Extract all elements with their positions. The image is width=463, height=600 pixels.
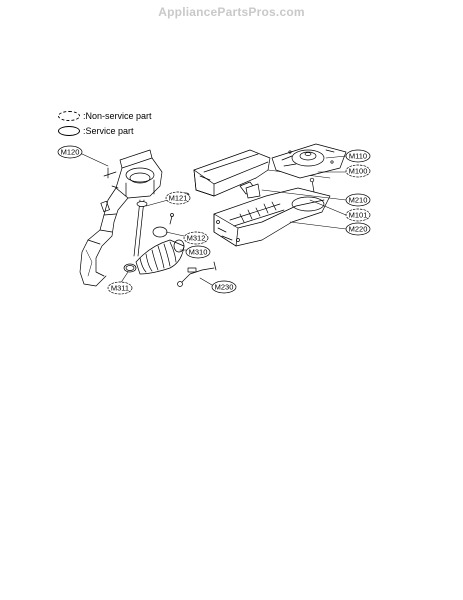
callout-m121-label: M121	[169, 194, 188, 203]
callout-m101-label: M101	[349, 211, 368, 220]
callout-m100-label: M100	[349, 167, 368, 176]
part-m230-wire	[177, 261, 217, 287]
part-m210-screws	[245, 177, 315, 199]
callout-m100: M100	[345, 164, 371, 178]
callout-m310: M310	[185, 245, 211, 259]
leader-lines	[79, 152, 347, 286]
legend-non-service-label: :Non-service part	[83, 110, 152, 121]
callout-m110: M110	[345, 149, 371, 163]
callout-m210: M210	[345, 193, 371, 207]
dashed-ellipse-icon	[58, 110, 80, 121]
callout-m110-label: M110	[349, 152, 367, 161]
callout-m220-label: M220	[349, 225, 368, 234]
callout-m210-label: M210	[349, 196, 368, 205]
solid-ellipse-icon	[58, 125, 80, 136]
part-m310-hose	[135, 239, 185, 275]
legend-service: :Service part	[58, 123, 152, 138]
legend: :Non-service part :Service part	[58, 108, 152, 138]
callout-m311-label: M311	[111, 284, 129, 293]
part-m110-fan-motor	[271, 143, 347, 179]
callout-m312: M312	[183, 231, 209, 245]
callout-m121: M121	[165, 191, 191, 205]
part-m120-duct	[79, 149, 163, 287]
part-m311-clamp	[123, 263, 137, 273]
callout-m230-label: M230	[215, 283, 234, 292]
legend-service-label: :Service part	[83, 125, 134, 136]
callout-m310-label: M310	[189, 248, 208, 257]
legend-non-service: :Non-service part	[58, 108, 152, 123]
callout-m311: M311	[107, 281, 133, 295]
callout-m312-label: M312	[187, 234, 206, 243]
part-m312-clamp	[152, 213, 174, 238]
part-m100-cover	[193, 149, 331, 197]
callout-m120-label: M120	[61, 148, 80, 157]
callout-m101: M101	[345, 208, 371, 222]
callout-m120: M120	[57, 145, 83, 159]
callout-m230: M230	[211, 280, 237, 294]
callout-m220: M220	[345, 222, 371, 236]
part-m220-housing	[213, 187, 331, 247]
watermark-text: AppliancePartsPros.com	[158, 5, 305, 19]
